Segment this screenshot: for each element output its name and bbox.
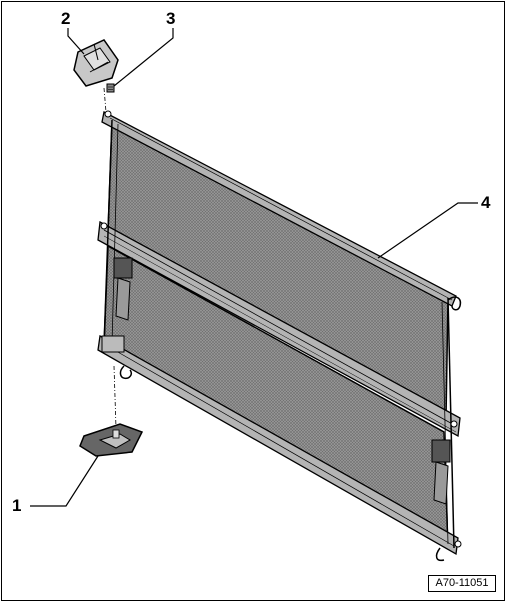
callout-3: 3: [166, 9, 176, 28]
right-upper-strap: [431, 439, 451, 463]
callout-4: 4: [481, 193, 491, 212]
floor-mounting: [79, 423, 144, 457]
upper-assembly-axis: [103, 87, 107, 113]
bottom-left-hook: [119, 365, 133, 380]
bolt: [106, 83, 115, 93]
left-upper-strap: [113, 257, 133, 279]
right-strap-buckle: [433, 461, 449, 505]
left-strap-buckle: [115, 277, 131, 321]
top-right-hook: [447, 296, 462, 311]
callout-1: 1: [12, 496, 22, 515]
upper-mounting-bracket: [73, 39, 119, 87]
leader-line-4: [377, 202, 478, 259]
leader-line-2: [67, 28, 85, 55]
partition-net: [97, 110, 462, 562]
lower-assembly-axis: [113, 365, 117, 429]
left-lower-hinge: [101, 335, 125, 353]
leader-line-3: [113, 28, 174, 87]
callout-2: 2: [61, 9, 71, 28]
leader-line-1: [30, 455, 99, 507]
figure-reference-code: A70-11051: [428, 575, 496, 592]
bottom-right-hook: [435, 547, 445, 562]
middle-rail: [97, 220, 461, 438]
lower-rail: [97, 334, 459, 556]
